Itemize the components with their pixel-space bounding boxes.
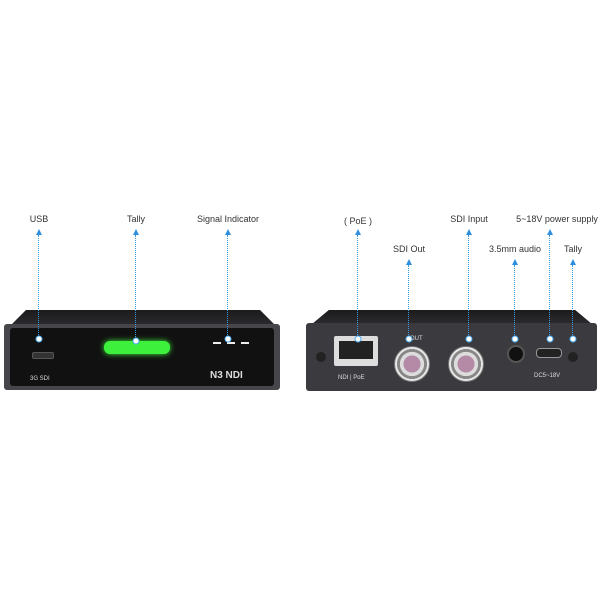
sdi-in-connector (448, 346, 484, 382)
tally-light (104, 341, 170, 354)
leader-line (135, 235, 136, 341)
callout-dot (511, 335, 519, 343)
callout-dot (354, 335, 362, 343)
leader-line (408, 265, 409, 339)
arrow-up-icon (36, 229, 42, 235)
arrow-up-icon (133, 229, 139, 235)
callout-dot (465, 335, 473, 343)
callout-signal-indicator: Signal Indicator (196, 214, 260, 224)
callout-dot (224, 335, 232, 343)
screw (316, 352, 326, 362)
callout-tally-back: Tally (563, 244, 583, 254)
front-device-top (10, 310, 276, 326)
callout-dot (546, 335, 554, 343)
port-label-out: OUT (410, 336, 423, 342)
leader-line (38, 235, 39, 339)
screw (568, 352, 578, 362)
back-device-top (312, 310, 592, 324)
leader-line (549, 235, 550, 339)
callout-dot (35, 335, 43, 343)
arrow-up-icon (547, 229, 553, 235)
arrow-up-icon (406, 259, 412, 265)
callout-dot (569, 335, 577, 343)
port-label-dc: DC5~18V (534, 373, 561, 379)
callout-poe: ( PoE ) (343, 216, 373, 226)
callout-sdi-out: SDI Out (392, 244, 426, 254)
signal-led-2 (227, 342, 235, 344)
signal-led-3 (241, 342, 249, 344)
arrow-up-icon (466, 229, 472, 235)
callout-sdi-input: SDI Input (450, 214, 488, 224)
arrow-up-icon (355, 229, 361, 235)
leader-line (514, 265, 515, 339)
callout-tally-front: Tally (126, 214, 146, 224)
leader-line (468, 235, 469, 339)
callout-usb: USB (29, 214, 49, 224)
usb-port (32, 352, 54, 359)
callout-power-supply: 5~18V power supply (516, 214, 598, 224)
device-logo: N3 NDI (210, 370, 243, 381)
callout-dot (132, 337, 140, 345)
usb-c-power-port (536, 348, 562, 358)
leader-line (572, 265, 573, 339)
leader-line (227, 235, 228, 339)
audio-jack (507, 345, 525, 363)
arrow-up-icon (570, 259, 576, 265)
arrow-up-icon (512, 259, 518, 265)
port-label-ndi: NDI | PoE (338, 375, 365, 381)
signal-led-1 (213, 342, 221, 344)
sdi-out-connector (394, 346, 430, 382)
arrow-up-icon (225, 229, 231, 235)
leader-line (357, 235, 358, 339)
badge-3g: 3G SDI (30, 376, 50, 382)
callout-dot (405, 335, 413, 343)
callout-audio: 3.5mm audio (488, 244, 542, 254)
